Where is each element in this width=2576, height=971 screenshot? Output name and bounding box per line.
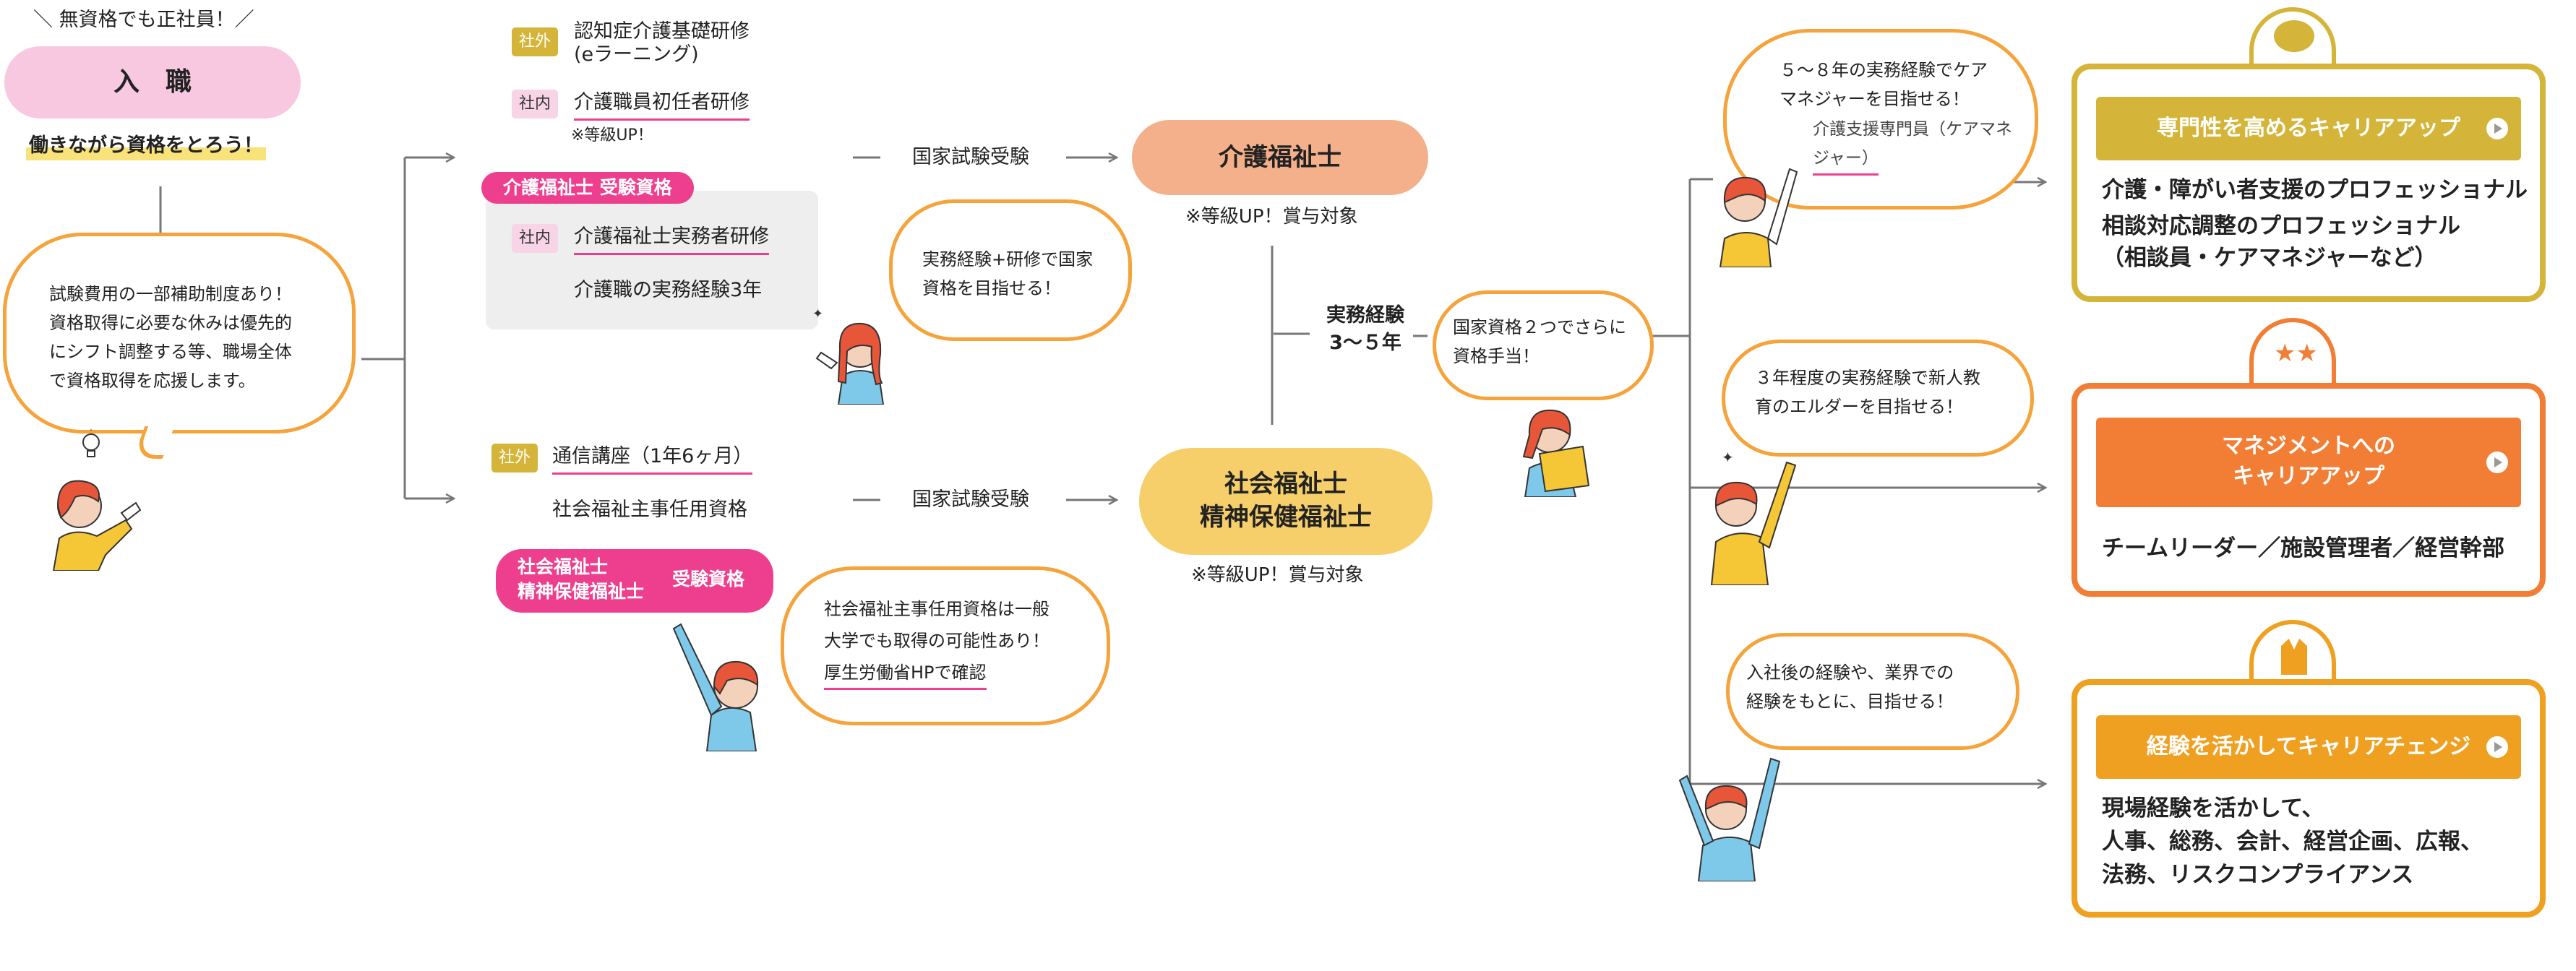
result-social-pill: 社会福祉士 精神保健福祉士 (1139, 448, 1433, 555)
lower-bubble (781, 566, 1110, 725)
qualification-tag-line: 社会福祉士 (518, 556, 609, 577)
card-line: 介護・障がい者支援のプロフェッショナル (2102, 177, 2528, 203)
support-bubble (3, 233, 356, 433)
bubble-line: 入社後の経験や、業界での (1746, 663, 1954, 683)
person-reading-icon (1522, 409, 1590, 497)
career-bubble-3 (1726, 633, 2019, 750)
play-icon (2486, 118, 2508, 139)
card-line: 相談対応調整のプロフェッショナル (2102, 213, 2460, 239)
bubble-line: ５〜８年の実務経験でケア (1779, 60, 1988, 80)
card-2-header-line: キャリアアップ (2233, 464, 2384, 489)
experience-label: 3〜５年 (1329, 332, 1401, 354)
support-line: で資格取得を応援します。 (49, 371, 256, 391)
bubble-line: 国家資格２つでさらに (1453, 317, 1626, 337)
qualification-tag: 介護福祉士 受験資格 (481, 172, 694, 204)
lightbulb-icon (82, 429, 100, 457)
card-1-header-text: 専門性を高めるキャリアアップ (2157, 116, 2460, 141)
qualification-tag-suffix: 受験資格 (672, 569, 745, 590)
middle-bubble (1433, 290, 1654, 400)
bubble-line: 実務経験+研修で国家 (922, 249, 1094, 269)
card-2-header-line: マネジメントへの (2222, 433, 2395, 459)
speech-bubbles-icon (2274, 20, 2314, 52)
training-item: 認知症介護基礎研修 (574, 20, 750, 43)
card-3-header: 経験を活かしてキャリアチェンジ (2096, 715, 2521, 779)
bubble-line: 経験をもとに、目指せる！ (1746, 691, 1954, 712)
card-line: 法務、リスクコンプライアンス (2102, 862, 2414, 888)
person-cheering-icon: ✦ (1710, 449, 1797, 585)
bubble-line: 厚生労働省HPで確認 (824, 659, 987, 690)
card-line: 人事、総務、会計、経営企画、広報、 (2102, 829, 2483, 855)
qualification-tag-line: 精神保健福祉士 (518, 581, 645, 602)
card-2-cap (2249, 318, 2336, 390)
experience-label: 実務経験 (1326, 304, 1404, 327)
qualification-box (486, 191, 818, 329)
card-line: チームリーダー／施設管理者／経営幹部 (2102, 535, 2505, 561)
card-line: （相談員・ケアマネジャーなど） (2102, 245, 2437, 271)
exam-label: 国家試験受験 (912, 488, 1029, 511)
bubble-line: 資格を目指せる！ (922, 278, 1061, 298)
badge-internal: 社内 (512, 90, 559, 118)
play-icon (2486, 736, 2508, 758)
support-line: 試験費用の一部補助制度あり！ (49, 284, 292, 304)
badge-external: 社外 (512, 27, 559, 56)
entry-subtitle: 働きながら資格をとろう！ (26, 131, 266, 160)
bubble-line: 資格手当！ (1453, 346, 1540, 366)
training-item: (eラーニング) (574, 43, 699, 66)
entry-pill: 入 職 (4, 46, 301, 118)
qualification-item: 社会福祉主事任用資格 (552, 499, 747, 521)
play-icon (2486, 452, 2508, 473)
bubble-line: 大学でも取得の可能性あり！ (824, 631, 1049, 651)
svg-text:✦: ✦ (812, 306, 823, 321)
result-line: 精神保健福祉士 (1200, 503, 1372, 532)
bubble-line: ３年程度の実務経験で新人教 (1755, 368, 1980, 388)
person-pointing-icon (672, 623, 759, 751)
result-kaigo-pill: 介護福祉士 (1132, 120, 1428, 195)
result-line: 社会福祉士 (1224, 470, 1347, 499)
exam-label: 国家試験受験 (912, 146, 1029, 168)
result-note: ※等級UP！賞与対象 (1185, 206, 1358, 228)
training-item: 介護職員初任者研修 (574, 88, 750, 121)
result-note: ※等級UP！賞与対象 (1191, 564, 1364, 586)
badge-internal: 社内 (512, 224, 559, 253)
card-1-header: 専門性を高めるキャリアアップ (2096, 97, 2521, 160)
career-bubble-2 (1722, 340, 2034, 457)
upper-bubble (889, 199, 1132, 341)
bubble-line: マネジャーを目指せる！ (1779, 89, 1970, 109)
person-entry-icon (52, 480, 142, 571)
bubble-line: 介護支援専門員（ケアマネ (1813, 120, 2012, 139)
support-line: 資格取得に必要な休みは優先的 (49, 313, 292, 333)
support-line: にシフト調整する等、職場全体 (49, 342, 292, 362)
badge-external: 社外 (491, 444, 538, 472)
grade-up-note: ※等級UP！ (571, 126, 653, 144)
career-bubble-1 (1723, 29, 2038, 210)
person-cheering-icon (1678, 757, 1781, 881)
person-pointing-icon: ✦ (812, 306, 885, 405)
experience-item: 介護職の実務経験3年 (574, 279, 763, 301)
entry-tagline: ＼ 無資格でも正社員！／ (33, 9, 254, 31)
qualification-tag-lower (496, 549, 773, 613)
bubble-line: 育のエルダーを目指せる！ (1755, 397, 1963, 417)
bubble-line: ジャー） (1813, 144, 1879, 176)
card-line: 現場経験を活かして、 (2102, 795, 2324, 821)
svg-text:✦: ✦ (1722, 449, 1734, 466)
bubble-line: 社会福祉主事任用資格は一般 (824, 599, 1049, 619)
card-3-header-text: 経験を活かしてキャリアチェンジ (2146, 734, 2471, 759)
card-2-header: マネジメントへの キャリアアップ (2096, 418, 2521, 507)
training-item: 通信講座（1年6ヶ月） (552, 442, 753, 475)
training-item: 介護福祉士実務者研修 (574, 223, 769, 255)
stars-icon: ★★ (2274, 339, 2318, 368)
person-pointing-icon (1719, 168, 1798, 267)
